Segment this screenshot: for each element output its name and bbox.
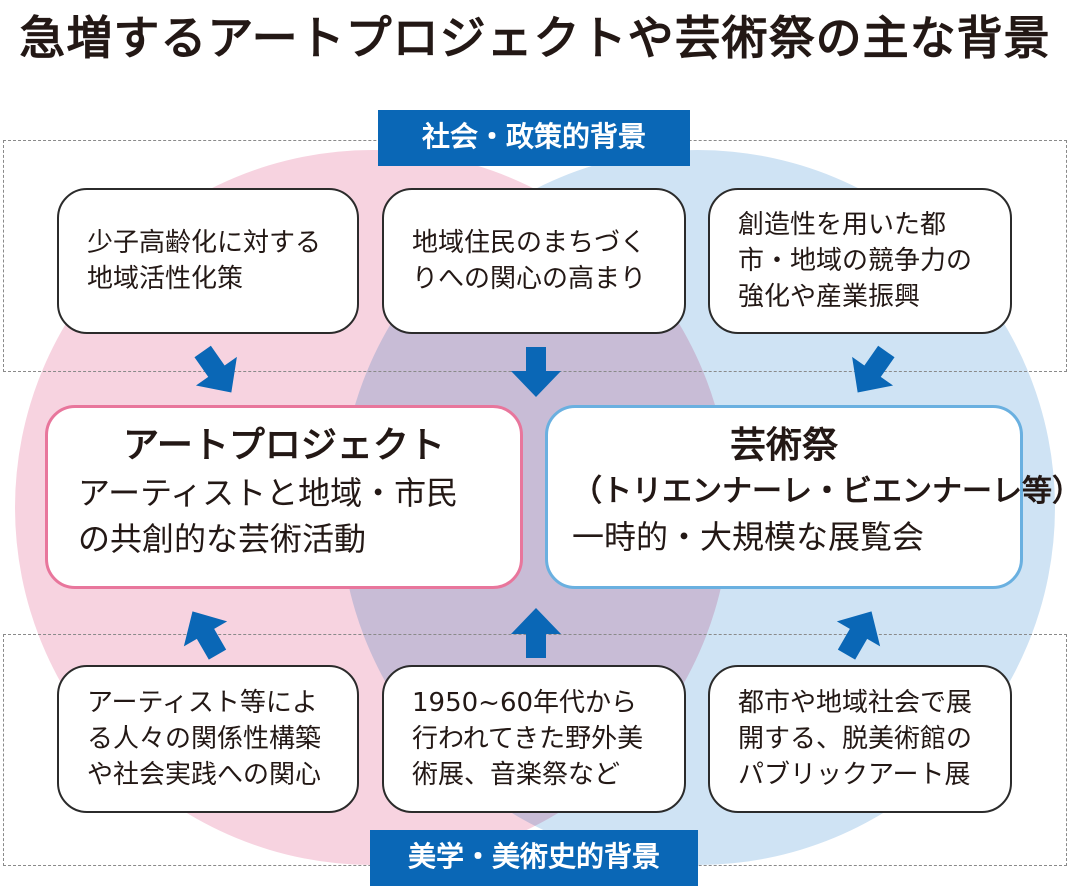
bottom-box-2: 1950~60年代から行われてきた野外美術展、音楽祭など (382, 665, 686, 813)
diagram-title: 急増するアートプロジェクトや芸術祭の主な背景 (19, 11, 1051, 65)
bottom-box-2-text: 1950~60年代から行われてきた野外美術展、音楽祭など (412, 688, 644, 790)
top-box-2-text: 地域住民のまちづくりへの関心の高まり (412, 228, 647, 294)
arrow-up-right-icon (822, 596, 896, 670)
art-project-description: アーティストと地域・市民の共創的な芸術活動 (78, 474, 459, 558)
arrow-down-left-icon (179, 334, 254, 409)
top-box-1: 少子高齢化に対する地域活性化策 (57, 188, 359, 334)
festival-description: 一時的・大規模な展覧会 (572, 518, 925, 556)
art-project-title: アートプロジェクト (123, 425, 445, 466)
arrow-down-right-icon (834, 334, 909, 409)
top-box-2: 地域住民のまちづくりへの関心の高まり (382, 188, 686, 334)
top-box-3-text: 創造性を用いた都市・地域の競争力の強化や産業振興 (738, 210, 973, 312)
festival-subtitle: （トリエンナーレ・ビエンナーレ等） (572, 474, 1070, 509)
bottom-box-3-text: 都市や地域社会で展開する、脱美術館のパブリックアート展 (738, 688, 973, 790)
aesthetic-label: 美学・美術史的背景 (370, 830, 698, 886)
arrow-up-center-icon (509, 606, 563, 660)
bottom-box-3: 都市や地域社会で展開する、脱美術館のパブリックアート展 (708, 665, 1012, 813)
bottom-box-1: アーティスト等による人々の関係性構築や社会実践への関心 (57, 665, 359, 813)
arrow-down-center-icon (509, 345, 563, 399)
festival-box: 芸術祭 （トリエンナーレ・ビエンナーレ等） 一時的・大規模な展覧会 (545, 405, 1070, 589)
festival-title: 芸術祭 (729, 425, 838, 466)
bottom-box-1-text: アーティスト等による人々の関係性構築や社会実践への関心 (87, 688, 322, 790)
art-project-box: アートプロジェクト アーティストと地域・市民の共創的な芸術活動 (45, 405, 523, 589)
top-box-3: 創造性を用いた都市・地域の競争力の強化や産業振興 (708, 188, 1012, 334)
arrow-up-left-icon (168, 596, 242, 670)
top-box-1-text: 少子高齢化に対する地域活性化策 (87, 228, 322, 294)
social-policy-label: 社会・政策的背景 (378, 110, 690, 166)
